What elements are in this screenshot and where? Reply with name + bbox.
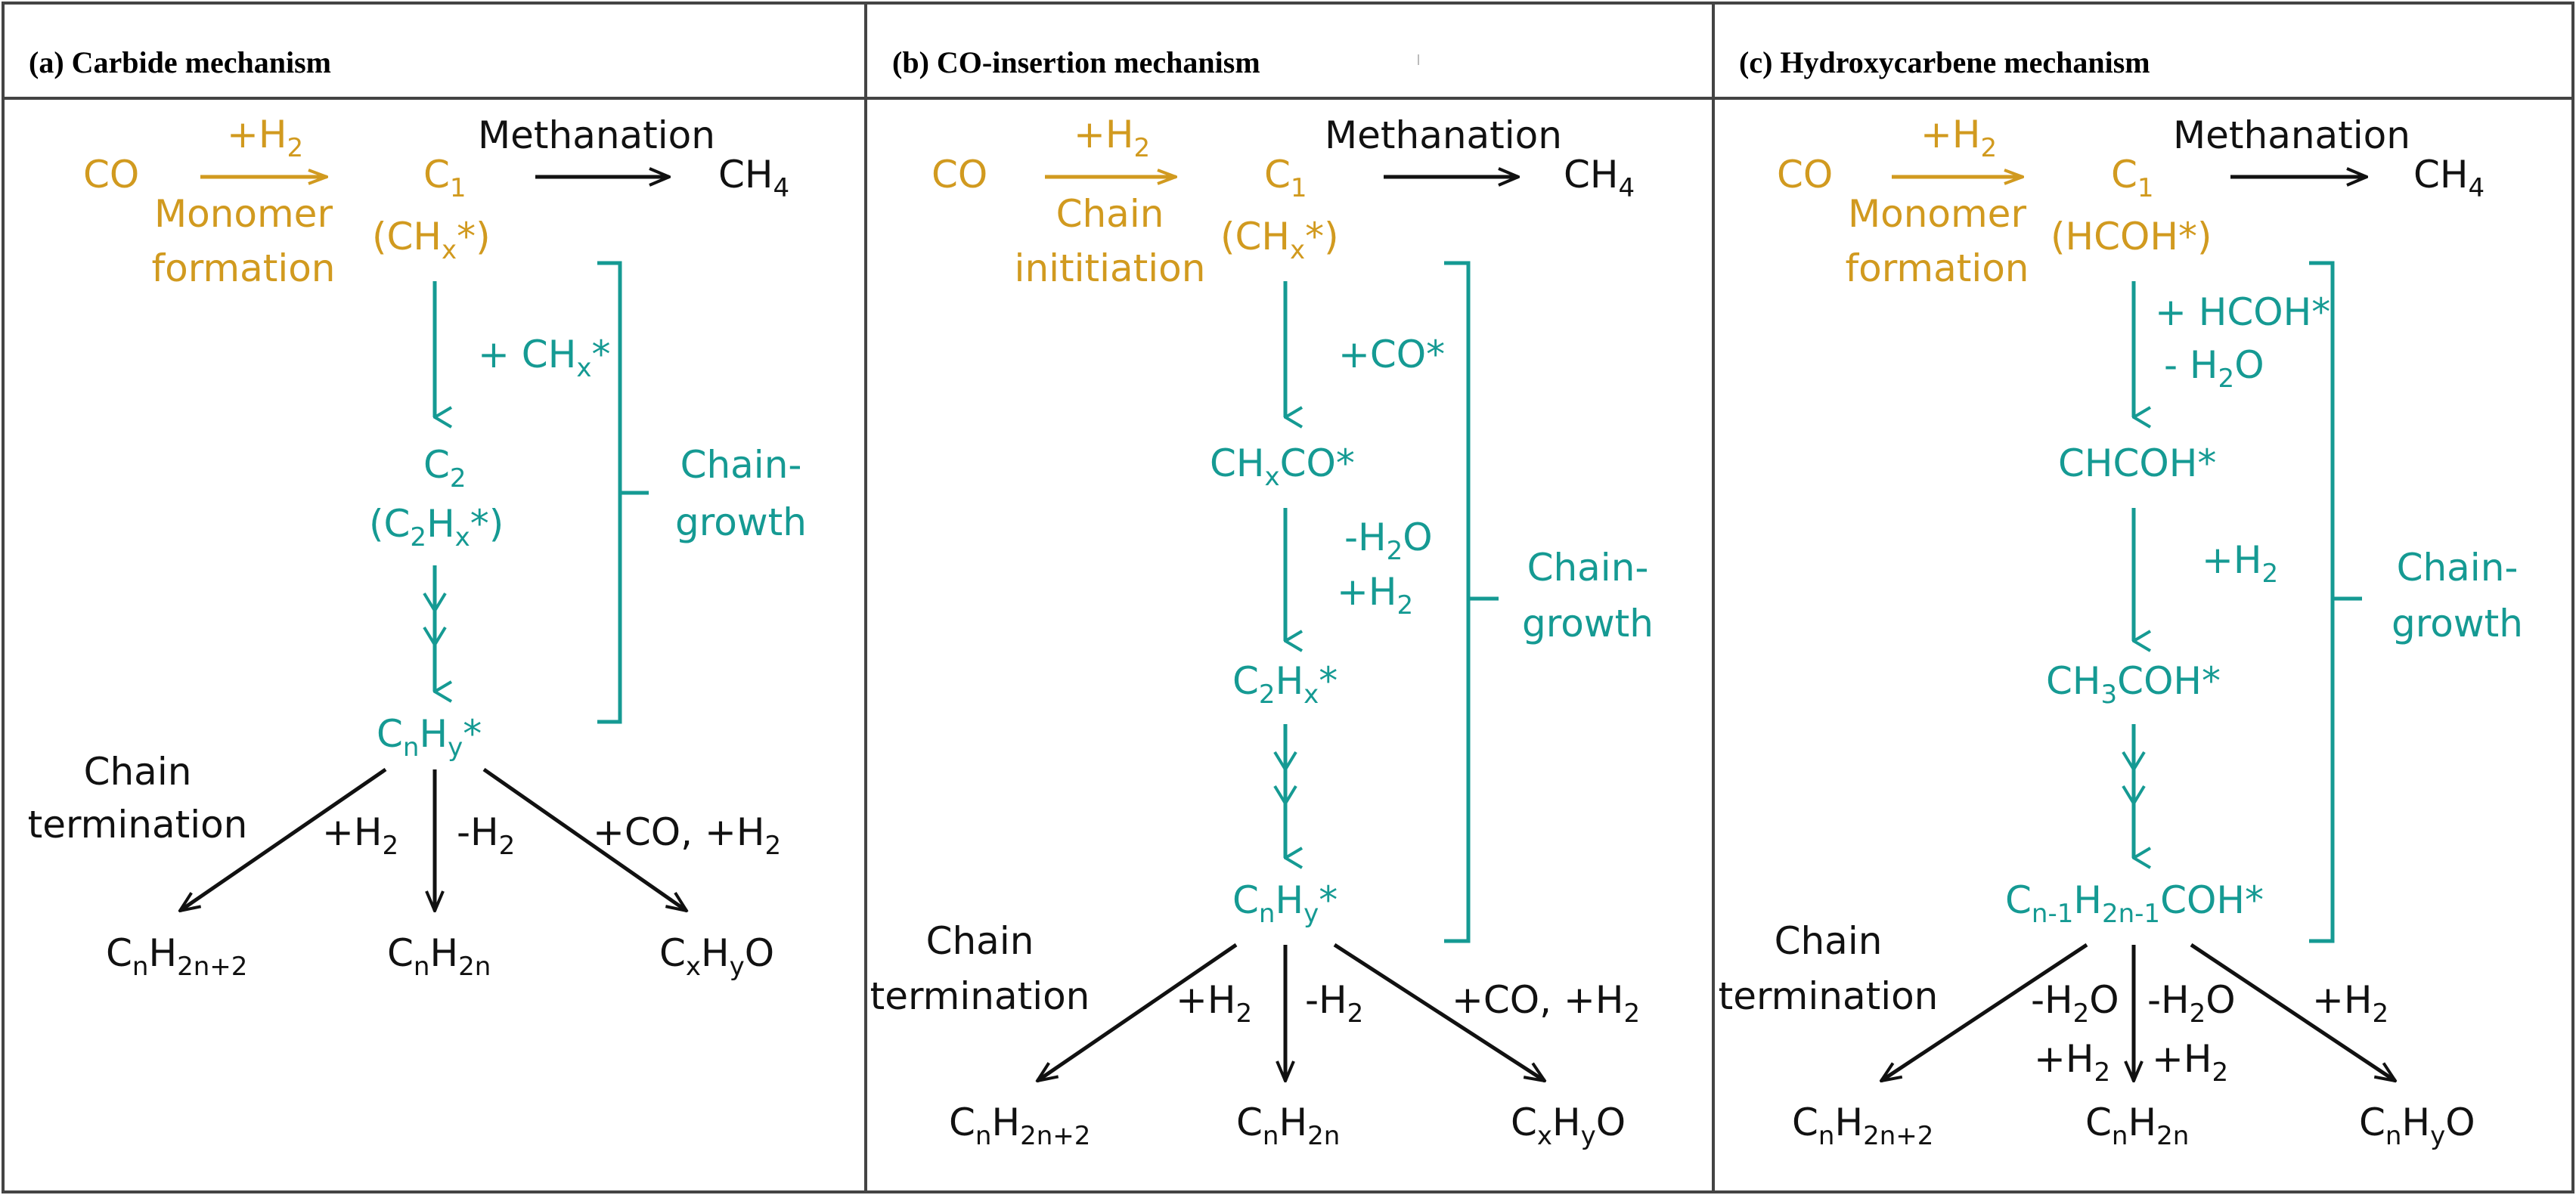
step-name: Monomer xyxy=(154,192,333,236)
product-alkane: CnH2n+2 xyxy=(1792,1101,1933,1151)
h2-step-label: +H2 xyxy=(1920,113,1997,163)
methanation-label: Methanation xyxy=(2173,113,2410,157)
termination-step: -H2O xyxy=(2147,978,2236,1029)
methanation-label: Methanation xyxy=(478,113,715,157)
multi-step-chevron xyxy=(2122,751,2146,806)
methanation-label: Methanation xyxy=(1325,113,1562,157)
product-oxygenate: CxHyO xyxy=(1511,1101,1626,1151)
panel-co-insertion: (b) CO-insertion mechanism CO +H2 Chain … xyxy=(870,45,1654,1151)
growth-step: + HCOH* xyxy=(2155,290,2330,334)
chain-growth-label: growth xyxy=(675,500,807,544)
termination-arrow xyxy=(1037,943,1238,1081)
panel-carbide: (a) Carbide mechanism CO +H2 Monomer for… xyxy=(28,45,807,982)
termination-arrow xyxy=(1333,943,1545,1081)
chain-growth-label: Chain- xyxy=(680,443,802,487)
h2-step-label: +H2 xyxy=(227,113,303,163)
chain-growth-label: Chain- xyxy=(2397,546,2519,590)
c1-species: (CHx*) xyxy=(372,215,491,265)
termination-label: termination xyxy=(1719,974,1939,1018)
termination-step: +H2 xyxy=(2152,1037,2228,1088)
methane-product: CH4 xyxy=(1564,153,1635,203)
methane-product: CH4 xyxy=(2413,153,2485,203)
c2-species: (C2Hx*) xyxy=(369,502,504,553)
c1-label: C1 xyxy=(423,153,467,203)
product-alkene: CnH2n xyxy=(387,931,491,982)
chain-end-species: CnHy* xyxy=(377,712,482,763)
termination-step: +CO, +H2 xyxy=(1452,978,1640,1029)
product-alkane: CnH2n+2 xyxy=(949,1101,1090,1151)
panel-title: (b) CO-insertion mechanism xyxy=(892,45,1260,79)
c1-species: (CHx*) xyxy=(1220,215,1339,265)
c1-species: (HCOH*) xyxy=(2051,215,2212,259)
termination-step: -H2 xyxy=(1305,978,1363,1029)
termination-arrow xyxy=(180,767,387,911)
growth-step: - H2O xyxy=(2164,343,2264,394)
chain-growth-bracket xyxy=(2309,261,2362,943)
termination-label: Chain xyxy=(1775,919,1883,963)
chain-end-species: CnHy* xyxy=(1232,878,1338,929)
methane-product: CH4 xyxy=(718,153,789,203)
termination-step: -H2 xyxy=(457,810,515,861)
product-alkene: CnH2n xyxy=(1236,1101,1340,1151)
chain-growth-bracket xyxy=(597,261,649,724)
termination-arrow xyxy=(482,767,687,911)
chain-growth-bracket xyxy=(1444,261,1499,943)
reactant-co: CO xyxy=(932,153,987,197)
chain-end-species: Cn-1H2n-1COH* xyxy=(2005,878,2264,929)
c2-label: C2 xyxy=(423,443,467,494)
step-name: Monomer xyxy=(1848,192,2026,236)
termination-step: -H2O xyxy=(2031,978,2119,1029)
chain-growth-label: growth xyxy=(2392,602,2523,645)
growth-step: +H2 xyxy=(2202,538,2278,589)
intermediate-species: CH3COH* xyxy=(2046,659,2221,710)
termination-step: +H2 xyxy=(2312,978,2388,1029)
intermediate-species: CHCOH* xyxy=(2058,441,2216,485)
h2-step-label: +H2 xyxy=(1074,113,1150,163)
growth-step: -H2O xyxy=(1344,515,1433,566)
panel-title: (a) Carbide mechanism xyxy=(29,45,331,79)
multi-step-chevron xyxy=(423,592,447,648)
step-name: formation xyxy=(152,246,336,290)
reactant-co: CO xyxy=(83,153,139,197)
product-oxygenate: CxHyO xyxy=(659,931,774,982)
termination-step: +H2 xyxy=(322,810,398,861)
step-name: inititiation xyxy=(1015,246,1206,290)
multi-step-chevron xyxy=(1273,751,1297,806)
panel-hydroxycarbene: (c) Hydroxycarbene mechanism CO +H2 Mono… xyxy=(1719,45,2523,1151)
chain-growth-label: Chain- xyxy=(1527,546,1649,590)
product-alcohol: CnHyO xyxy=(2359,1101,2475,1151)
step-name: formation xyxy=(1846,246,2029,290)
step-name: Chain xyxy=(1056,192,1164,236)
c1-label: C1 xyxy=(2111,153,2154,203)
c2-species: C2Hx* xyxy=(1232,659,1338,710)
termination-step: +H2 xyxy=(1176,978,1252,1029)
reactant-co: CO xyxy=(1777,153,1833,197)
termination-label: Chain xyxy=(84,750,192,794)
termination-label: termination xyxy=(870,974,1090,1018)
c1-label: C1 xyxy=(1264,153,1307,203)
growth-step: +CO* xyxy=(1338,333,1445,376)
product-alkene: CnH2n xyxy=(2085,1101,2189,1151)
termination-step: +H2 xyxy=(2034,1037,2110,1088)
termination-label: Chain xyxy=(926,919,1034,963)
acyl-species: CHxCO* xyxy=(1210,441,1355,492)
product-alkane: CnH2n+2 xyxy=(106,931,247,982)
growth-step: +H2 xyxy=(1337,570,1413,621)
termination-step: +CO, +H2 xyxy=(593,810,781,861)
termination-label: termination xyxy=(28,803,248,847)
chain-growth-label: growth xyxy=(1522,602,1654,645)
growth-step: + CHx* xyxy=(478,333,610,383)
termination-arrow xyxy=(1881,943,2088,1081)
termination-arrow xyxy=(2190,943,2395,1081)
panel-title: (c) Hydroxycarbene mechanism xyxy=(1739,45,2150,79)
